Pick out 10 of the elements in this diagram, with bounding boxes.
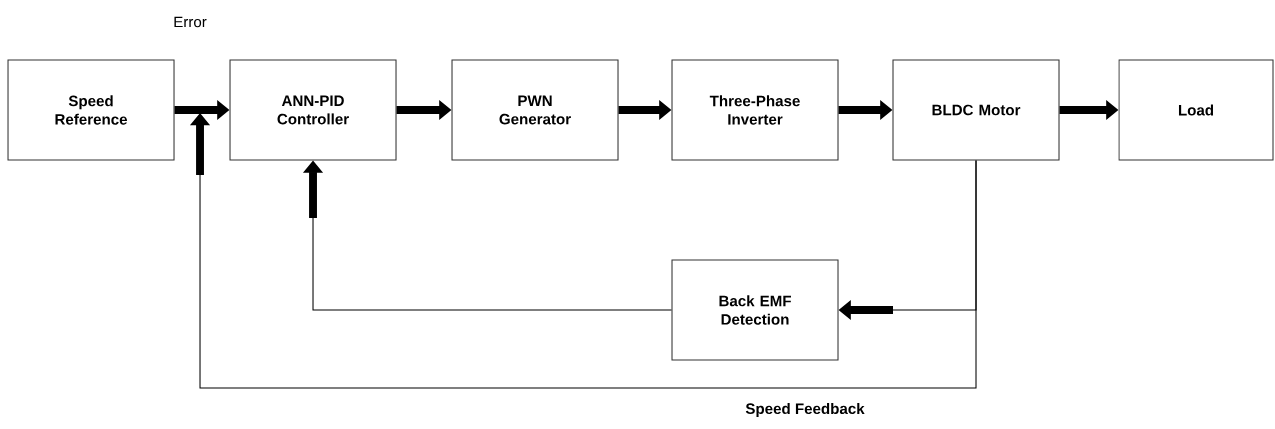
block-box: Back EMF Detection [671, 259, 839, 361]
arrow [189, 113, 977, 389]
block-box: BLDC Motor [892, 59, 1060, 161]
block-box: Speed Reference [7, 59, 175, 161]
block-box: PWN Generator [451, 59, 619, 161]
block-box: Load [1118, 59, 1274, 161]
annotation-text: Error [174, 16, 207, 28]
block-box: ANN-PID Controller [229, 59, 397, 161]
block-box: Three-Phase Inverter [671, 59, 839, 161]
edge-label: Speed Feedback [743, 401, 867, 419]
